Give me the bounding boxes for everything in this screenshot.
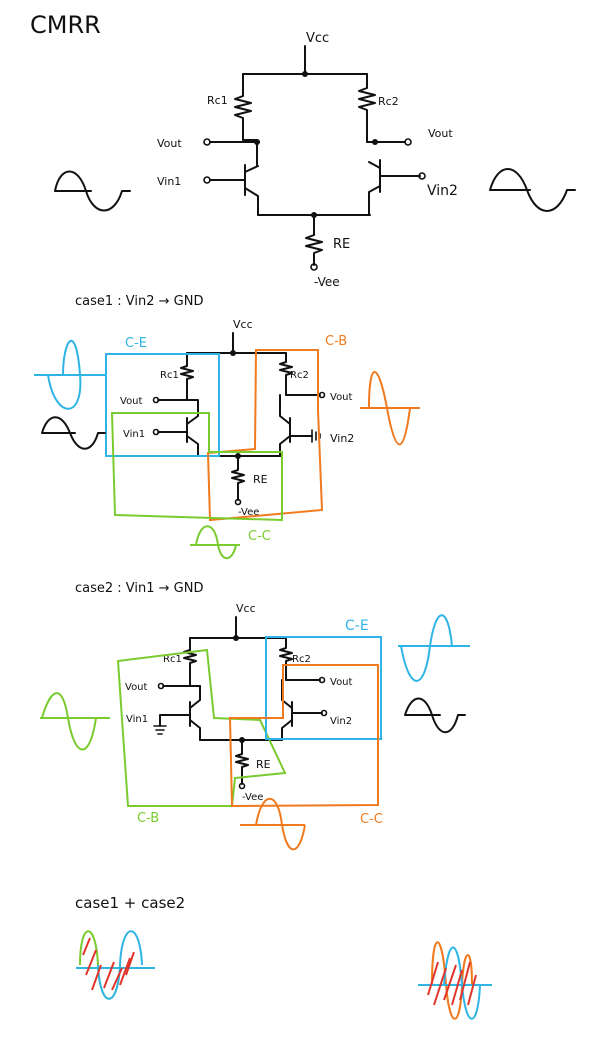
case2-vin2-label: Vin2 xyxy=(330,716,352,727)
case2-vee-label: -Vee xyxy=(242,792,263,803)
vout1-label: Vout xyxy=(157,137,182,150)
vcc-label: Vcc xyxy=(306,31,329,46)
case2-cc-output-wave xyxy=(240,797,306,851)
re-label: RE xyxy=(333,237,350,252)
case1-cc-output-wave xyxy=(190,525,240,560)
vee-label: -Vee xyxy=(314,275,340,289)
case1-vin1-wave xyxy=(41,416,106,450)
case1-ce-output-wave xyxy=(34,339,106,410)
case2-ce-output-wave xyxy=(398,614,470,682)
summary-left-waveform xyxy=(76,930,155,1000)
case2-cb-input-wave xyxy=(40,692,110,751)
case2-rc1-label: Rc1 xyxy=(163,654,182,665)
case1-vin2-label: Vin2 xyxy=(330,432,354,445)
vin1-sine-wave xyxy=(54,170,131,212)
case1-rc2-label: Rc2 xyxy=(290,370,309,381)
case1-cb-label: C-B xyxy=(325,334,347,349)
vin2-sine-wave xyxy=(489,168,576,212)
case1-cc-label: C-C xyxy=(248,529,271,544)
main-circuit: Vcc Rc1 Rc2 Vout Vin1 Vout Vin2 RE -Vee xyxy=(54,31,576,289)
case1-vin1-label: Vin1 xyxy=(123,429,145,440)
vin2-label: Vin2 xyxy=(427,183,458,199)
case2-vcc-label: Vcc xyxy=(236,602,256,615)
page-title: CMRR xyxy=(30,11,101,39)
case1-common-base-box: C-B xyxy=(206,334,420,522)
case2-ce-label: C-E xyxy=(345,618,369,634)
vin1-label: Vin1 xyxy=(157,175,181,188)
case1-heading: case1 : Vin2 → GND xyxy=(75,294,204,309)
case2-circuit: Vcc Rc1 Rc2 Vout Vin1 Vout Vin2 RE -Vee xyxy=(125,602,353,803)
case2-cc-label: C-C xyxy=(360,812,383,827)
vout2-label: Vout xyxy=(428,127,453,140)
rc1-label: Rc1 xyxy=(207,94,228,107)
case2-vin2-wave xyxy=(404,697,466,734)
case1-circuit: Vcc Rc1 Rc2 Vout Vin1 Vout Vin2 RE -Vee xyxy=(120,318,354,518)
case1-rc1-label: Rc1 xyxy=(160,370,179,381)
summary-heading: case1 + case2 xyxy=(75,894,185,912)
case2-common-base-box: C-B xyxy=(40,648,287,826)
case2-vout1-label: Vout xyxy=(125,682,148,693)
case1-ce-label: C-E xyxy=(125,336,147,351)
case1-vcc-label: Vcc xyxy=(233,318,253,331)
rc2-label: Rc2 xyxy=(378,95,399,108)
case2-vout2-label: Vout xyxy=(330,677,353,688)
case1-re-label: RE xyxy=(253,473,268,486)
case2-heading: case2 : Vin1 → GND xyxy=(75,581,204,596)
case2-rc2-label: Rc2 xyxy=(292,654,311,665)
case2-common-emitter-box: C-E xyxy=(265,614,470,740)
case2-common-collector-box: C-C xyxy=(228,664,383,851)
case1-vee-label: -Vee xyxy=(238,507,259,518)
case1-vout2-label: Vout xyxy=(330,392,353,403)
case1-cb-output-wave xyxy=(360,371,420,446)
case1-common-collector-box: C-C xyxy=(110,412,283,560)
case2-cb-label: C-B xyxy=(137,811,159,826)
summary-right-waveform xyxy=(418,941,492,1020)
case1-vout1-label: Vout xyxy=(120,396,143,407)
case2-re-label: RE xyxy=(256,758,271,771)
case2-vin1-label: Vin1 xyxy=(126,714,148,725)
case1-common-emitter-box: C-E xyxy=(34,336,220,457)
